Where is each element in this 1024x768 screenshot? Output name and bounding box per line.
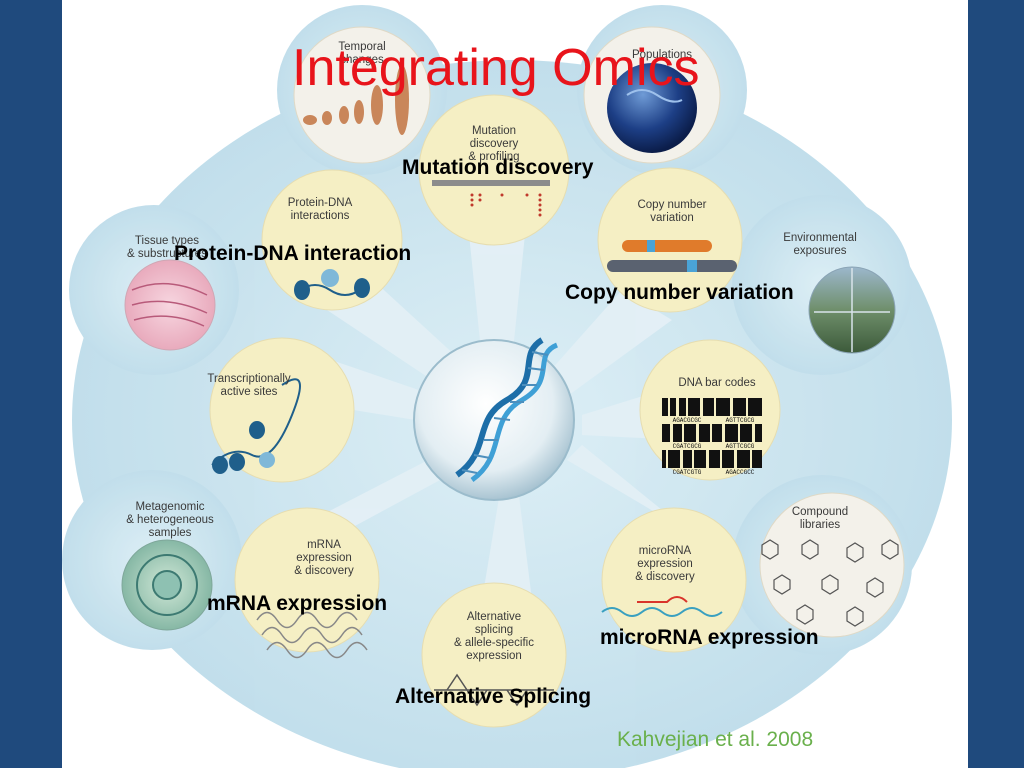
- label-populations: Populations: [632, 49, 692, 61]
- citation: Kahvejian et al. 2008: [617, 728, 814, 751]
- temporal-panel: [293, 26, 431, 164]
- label-tissue: Tissue types& substructures: [127, 235, 207, 260]
- microrna-graphic: [601, 596, 723, 617]
- overlay-copy-number: Copy number variation: [565, 281, 794, 304]
- barcode-code: AGACCGCC: [726, 469, 755, 476]
- populations-panel: [583, 26, 721, 164]
- slide-title: Integrating Omics: [292, 39, 700, 97]
- label-barcodes: DNA bar codes: [678, 377, 756, 389]
- tissue-panel: [124, 259, 216, 351]
- barcode-stripes: [666, 398, 755, 468]
- barcode-code: CGATCGTG: [673, 469, 702, 476]
- overlay-mrna: mRNA expression: [207, 592, 388, 615]
- metagenomic-panel: [121, 539, 213, 631]
- mrna-graphic: [256, 611, 368, 659]
- overlay-splicing: Alternative Splicing: [395, 685, 592, 708]
- protein-dna-graphic: [294, 269, 370, 300]
- overlay-protein-dna: Protein-DNA interaction: [174, 242, 412, 265]
- barcode-code: CGATCGCG: [673, 443, 702, 450]
- barcode-code: AGACGCGC: [673, 417, 702, 424]
- mutation-graphic: [432, 180, 550, 217]
- environmental-panel: [808, 266, 896, 354]
- barcode-code: AGTTCGCG: [726, 417, 755, 424]
- copy-number-graphic: [607, 240, 737, 272]
- barcode-code: AGTTCGCG: [726, 443, 755, 450]
- overlay-microrna: microRNA expression: [600, 626, 819, 649]
- splicing-graphic: [434, 673, 554, 707]
- center-dna: [413, 337, 575, 501]
- transcriptional-graphic: [211, 378, 301, 474]
- compound-panel: [759, 492, 905, 638]
- overlay-mutation-discovery: Mutation discovery: [402, 156, 594, 179]
- barcode-texts: AGACGCGC AGTTCGCG CGATCGCG AGTTCGCG CGAT…: [673, 417, 755, 476]
